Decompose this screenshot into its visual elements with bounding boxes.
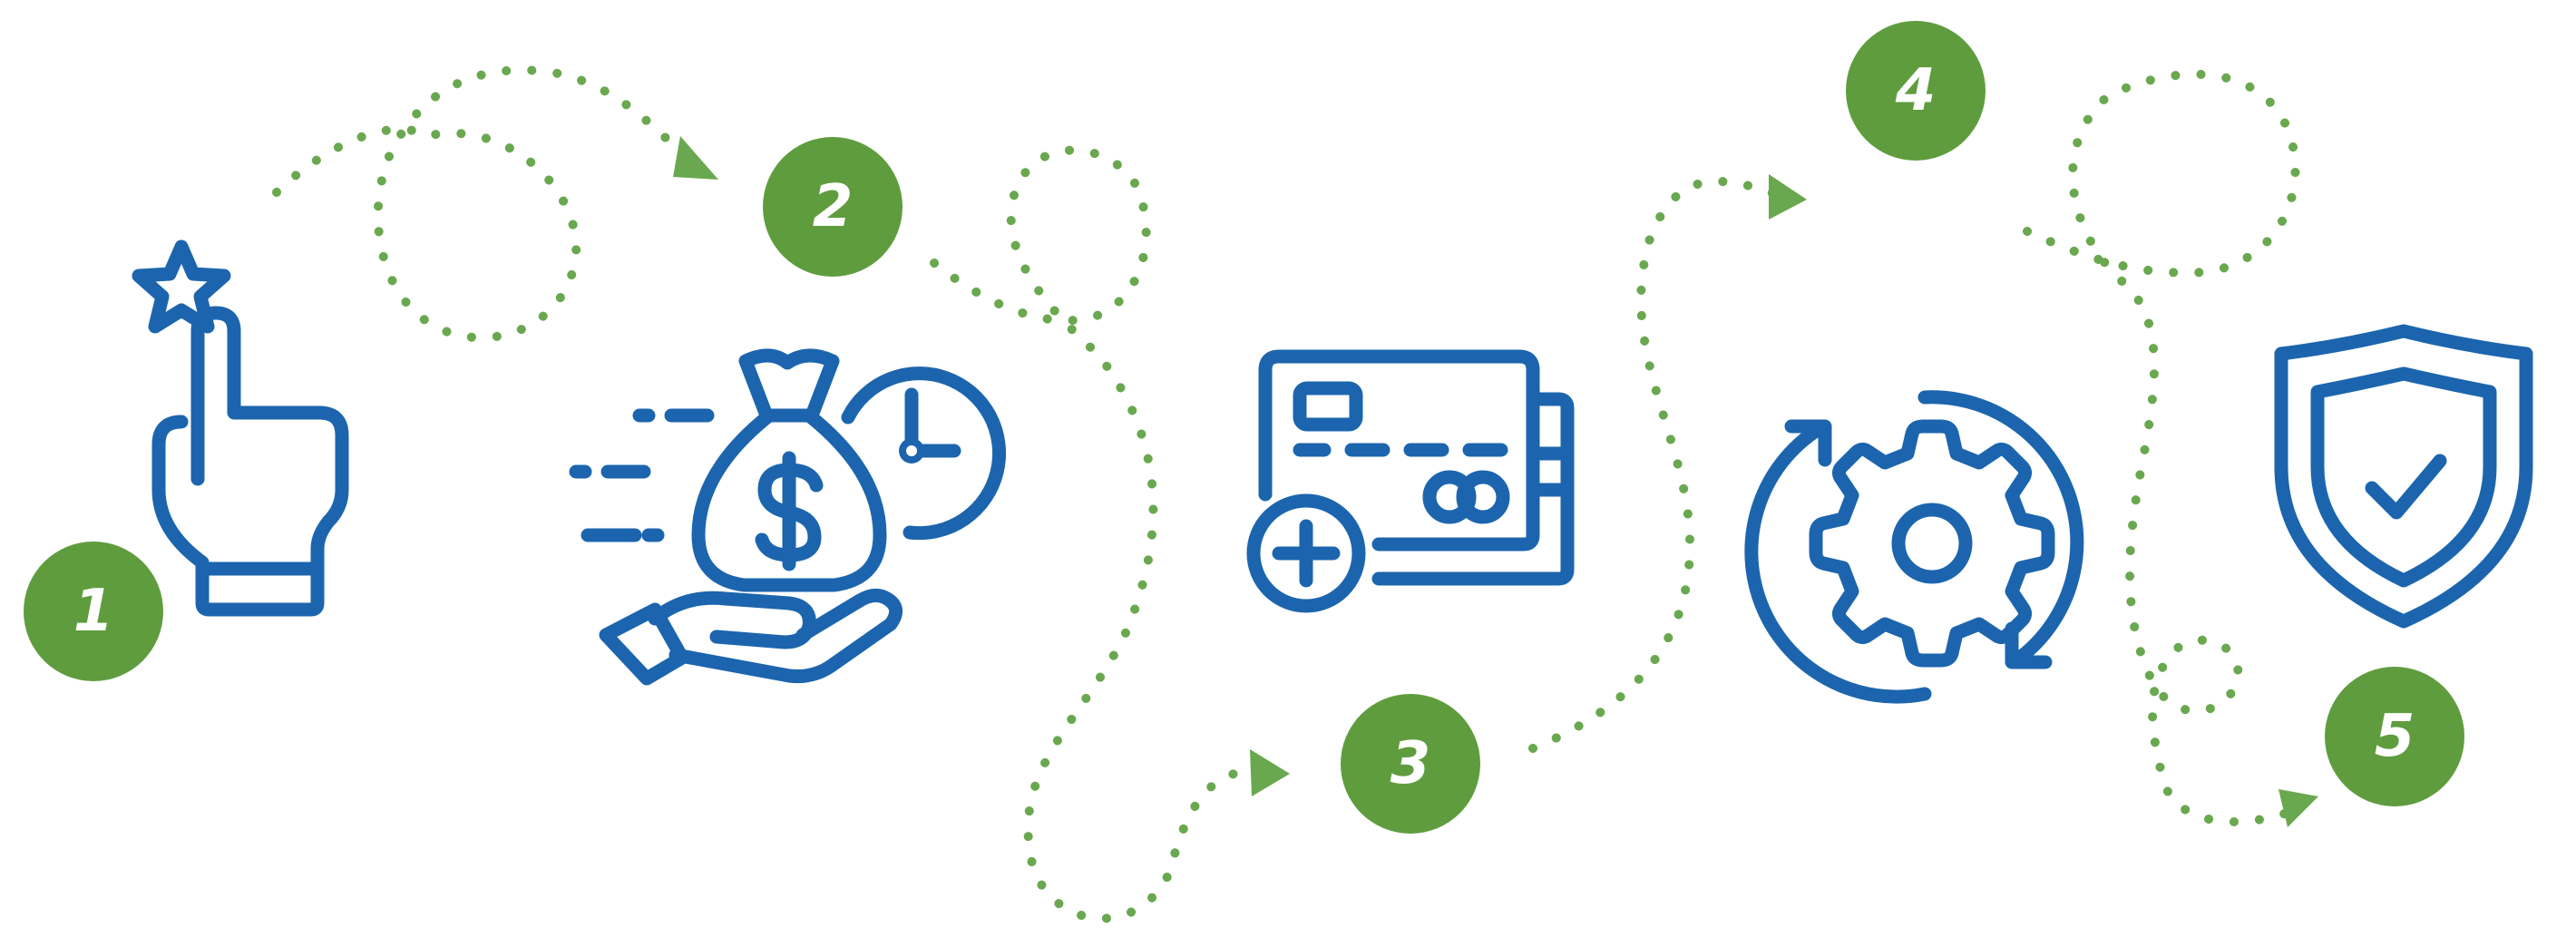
connector-paths	[272, 65, 2318, 923]
connector-1-to-2	[272, 65, 698, 343]
money-bag-hand-clock-icon	[569, 348, 1007, 686]
step-badge-3: 3	[1341, 694, 1480, 834]
step-badge-2: 2	[763, 137, 903, 277]
step-number-2: 2	[813, 173, 854, 240]
connector-4-to-5-arrowhead	[2278, 789, 2318, 827]
step-number-1: 1	[73, 578, 114, 645]
step-badge-5-circle	[2325, 667, 2464, 806]
connector-3-to-4	[1528, 177, 1782, 753]
step-badge-3-circle	[1341, 694, 1480, 834]
step-badge-4-circle	[1846, 21, 1986, 161]
step-number-4: 4	[1895, 57, 1937, 124]
connector-1-to-2-arrowhead	[673, 136, 718, 180]
credit-card-add-icon	[1246, 349, 1575, 613]
step-badge-2-circle	[763, 137, 903, 277]
connector-2-to-3-arrowhead	[1250, 749, 1290, 796]
gear-sync-icon	[1744, 390, 2084, 704]
step-number-3: 3	[1390, 730, 1431, 797]
hand-pointing-star-icon	[132, 239, 349, 617]
step-badge-1-circle	[24, 542, 163, 681]
step-number-5: 5	[2375, 703, 2415, 770]
connector-4-to-5	[2023, 69, 2300, 826]
shield-check-icon	[2274, 324, 2533, 629]
step-badge-5: 5	[2325, 667, 2464, 806]
step-badge-4: 4	[1846, 21, 1986, 161]
connector-2-to-3	[930, 145, 1270, 923]
connector-3-to-4-arrowhead	[1769, 174, 1807, 220]
step-badge-1: 1	[24, 542, 163, 681]
